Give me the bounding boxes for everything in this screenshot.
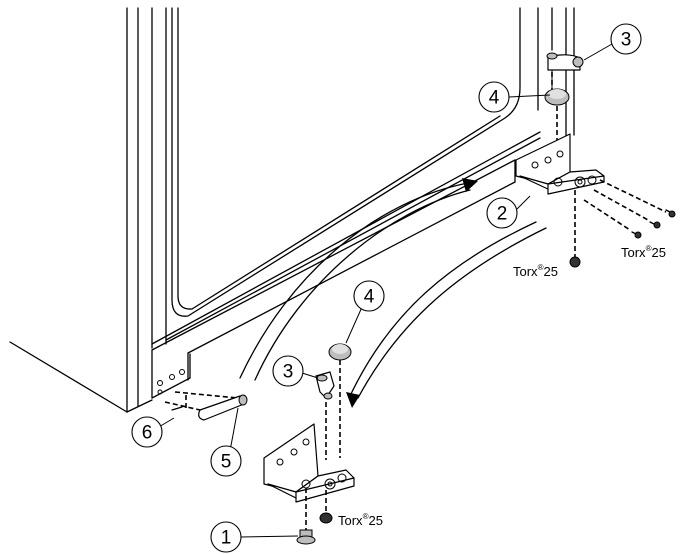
appliance-cabinet <box>9 7 575 413</box>
torx-label-right: Torx®25 <box>621 244 666 260</box>
lower-left-hinge-holes <box>157 369 185 395</box>
torx-screw-bottom <box>319 512 333 524</box>
callout-3-top: 3 <box>610 23 642 55</box>
callout-5: 5 <box>210 445 242 477</box>
svg-text:2: 2 <box>497 204 508 225</box>
svg-text:4: 4 <box>364 287 375 308</box>
svg-text:5: 5 <box>221 452 232 473</box>
callout-1: 1 <box>210 521 242 553</box>
svg-text:3: 3 <box>283 362 294 383</box>
adjustable-foot <box>296 529 316 545</box>
hinge-bracket-bottom <box>263 423 355 503</box>
cover-cap-top <box>544 88 570 106</box>
callout-2: 2 <box>486 197 518 229</box>
bottom-hinge-assembly <box>263 343 355 545</box>
callout-3-bottom: 3 <box>272 355 304 387</box>
torx-label-middle: Torx®25 <box>513 263 558 279</box>
torx-label-bottom: Torx®25 <box>338 512 383 528</box>
callout-4-top: 4 <box>478 81 510 113</box>
svg-text:1: 1 <box>221 528 232 549</box>
cover-cap-bottom <box>328 343 352 361</box>
svg-text:4: 4 <box>489 88 500 109</box>
torx-screws-top <box>569 179 676 268</box>
transfer-arrows <box>239 178 547 408</box>
hinge-pin-bottom <box>315 371 335 400</box>
top-hinge-assembly <box>515 52 676 268</box>
lower-left-pin-assembly <box>164 391 248 421</box>
hinge-pin-top <box>546 52 584 88</box>
svg-text:3: 3 <box>621 30 632 51</box>
leader-lines <box>151 43 613 538</box>
svg-text:6: 6 <box>142 423 153 444</box>
callout-4-bottom: 4 <box>353 280 385 312</box>
hinge-bracket-top <box>515 133 605 195</box>
callout-6: 6 <box>131 416 163 448</box>
